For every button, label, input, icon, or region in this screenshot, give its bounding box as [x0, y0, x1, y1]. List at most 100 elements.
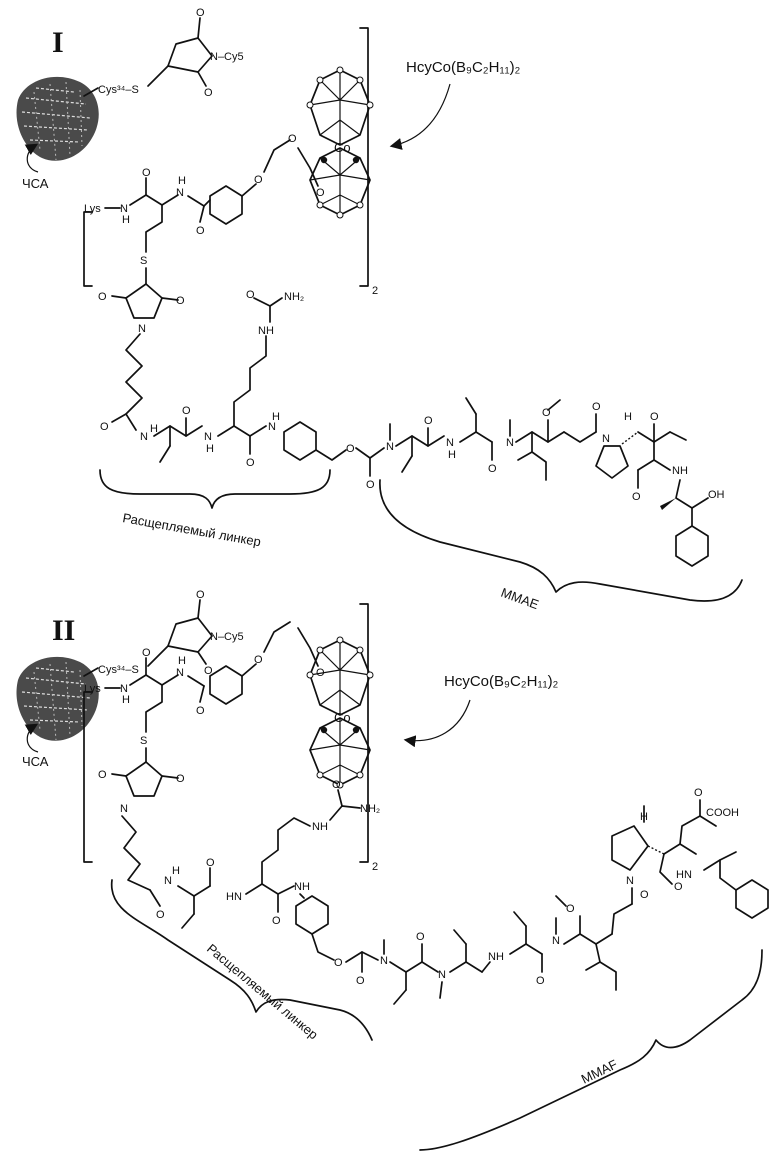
svg-text:O: O	[176, 295, 185, 307]
svg-text:O: O	[142, 167, 151, 179]
svg-text:O: O	[196, 589, 205, 601]
svg-text:O: O	[424, 415, 433, 427]
svg-text:N: N	[176, 187, 184, 199]
svg-text:O: O	[592, 401, 601, 413]
svg-text:H: H	[448, 449, 456, 461]
dye-label-two: N–Cy5	[210, 631, 244, 643]
dye-label-one: N–Cy5	[210, 51, 244, 63]
svg-text:O: O	[254, 174, 263, 186]
svg-text:O: O	[98, 291, 107, 303]
panel-two: II ЧСА Cys³⁴–S O O N–Cy5 2 Lys N H O N H…	[17, 589, 768, 1150]
svg-text:N: N	[204, 431, 212, 443]
svg-text:O: O	[566, 903, 575, 915]
svg-text:O: O	[182, 405, 191, 417]
hydroxyl-one: OH	[708, 489, 725, 501]
lys-label-two: Lys	[84, 683, 101, 695]
svg-text:O: O	[334, 957, 343, 969]
payload-label-two: MMAF	[579, 1056, 620, 1086]
svg-text:N: N	[380, 955, 388, 967]
svg-text:N: N	[176, 667, 184, 679]
svg-text:O: O	[196, 705, 205, 717]
svg-text:O: O	[254, 654, 263, 666]
svg-text:O: O	[694, 787, 703, 799]
protein-label-two: ЧСА	[22, 754, 49, 769]
svg-text:O: O	[288, 133, 297, 145]
svg-text:H: H	[122, 214, 130, 226]
urea-one: NH₂	[284, 291, 304, 303]
svg-text:N: N	[386, 441, 394, 453]
svg-text:N: N	[626, 875, 634, 887]
panel-two-numeral: II	[52, 614, 75, 647]
svg-text:H: H	[172, 865, 180, 877]
svg-text:NH: NH	[672, 465, 688, 477]
svg-text:O: O	[366, 479, 375, 491]
svg-text:H: H	[150, 423, 158, 435]
payload-brace-one	[380, 480, 742, 601]
svg-text:N: N	[164, 875, 172, 887]
svg-text:O: O	[176, 773, 185, 785]
svg-text:H: H	[272, 411, 280, 423]
svg-text:N: N	[446, 437, 454, 449]
svg-text:NH: NH	[294, 881, 310, 893]
svg-text:O: O	[416, 931, 425, 943]
svg-text:O: O	[488, 463, 497, 475]
svg-text:N: N	[602, 433, 610, 445]
protein-label-one: ЧСА	[22, 176, 49, 191]
svg-text:N: N	[140, 431, 148, 443]
linker-brace-one	[100, 470, 330, 508]
svg-text:H: H	[624, 411, 632, 423]
svg-text:H: H	[206, 443, 214, 455]
svg-text:S: S	[140, 735, 147, 747]
carborane-cage-one: Co	[307, 67, 373, 218]
svg-text:H: H	[178, 655, 186, 667]
protein-blob-two	[17, 657, 99, 741]
svg-text:O: O	[356, 975, 365, 987]
svg-text:N: N	[506, 437, 514, 449]
linker-label-one: Расщепляемый линкер	[121, 510, 262, 549]
payload-label-one: MMAE	[499, 585, 541, 613]
panel-one-numeral: I	[52, 26, 64, 59]
svg-text:NH: NH	[258, 325, 274, 337]
svg-text:N: N	[438, 969, 446, 981]
svg-text:H: H	[178, 175, 186, 187]
cage-metal-one: Co	[334, 140, 351, 155]
svg-text:O: O	[246, 289, 255, 301]
svg-text:HN: HN	[226, 891, 242, 903]
protein-blob-one	[17, 77, 99, 161]
svg-text:O: O	[640, 889, 649, 901]
svg-text:N: N	[120, 803, 128, 815]
svg-text:S: S	[140, 255, 147, 267]
svg-text:O: O	[536, 975, 545, 987]
linker-label-two: Расщепляемый линкер	[204, 941, 321, 1043]
payload-brace-two	[420, 950, 762, 1150]
multiplier-two: 2	[372, 861, 378, 873]
svg-text:O: O	[272, 915, 281, 927]
svg-text:O: O	[346, 443, 355, 455]
svg-text:O: O	[204, 87, 213, 99]
svg-text:HN: HN	[676, 869, 692, 881]
svg-text:O: O	[650, 411, 659, 423]
svg-text:H: H	[122, 694, 130, 706]
urea-two: NH₂	[360, 803, 380, 815]
reagent-two: HcyCo(B₉C₂H₁₁)₂	[444, 673, 559, 690]
svg-text:O: O	[206, 857, 215, 869]
svg-text:NH: NH	[312, 821, 328, 833]
svg-text:O: O	[246, 457, 255, 469]
svg-text:N: N	[138, 323, 146, 335]
acid-group-two: COOH	[706, 807, 739, 819]
panel-one: I ЧСА Cys³⁴–S O O N–Cy5 2 Lys N H O N H	[17, 7, 742, 612]
svg-text:O: O	[142, 647, 151, 659]
svg-text:N: N	[552, 935, 560, 947]
svg-text:O: O	[196, 7, 205, 19]
svg-text:O: O	[98, 769, 107, 781]
svg-text:O: O	[156, 909, 165, 921]
cage-metal-two: Co	[334, 710, 351, 725]
svg-text:O: O	[100, 421, 109, 433]
svg-text:O: O	[632, 491, 641, 503]
svg-text:NH: NH	[488, 951, 504, 963]
lys-label-one: Lys	[84, 203, 101, 215]
cys-label-one: Cys³⁴–S	[98, 84, 139, 96]
svg-text:O: O	[332, 779, 341, 791]
carborane-cage-two: Co	[307, 637, 373, 788]
